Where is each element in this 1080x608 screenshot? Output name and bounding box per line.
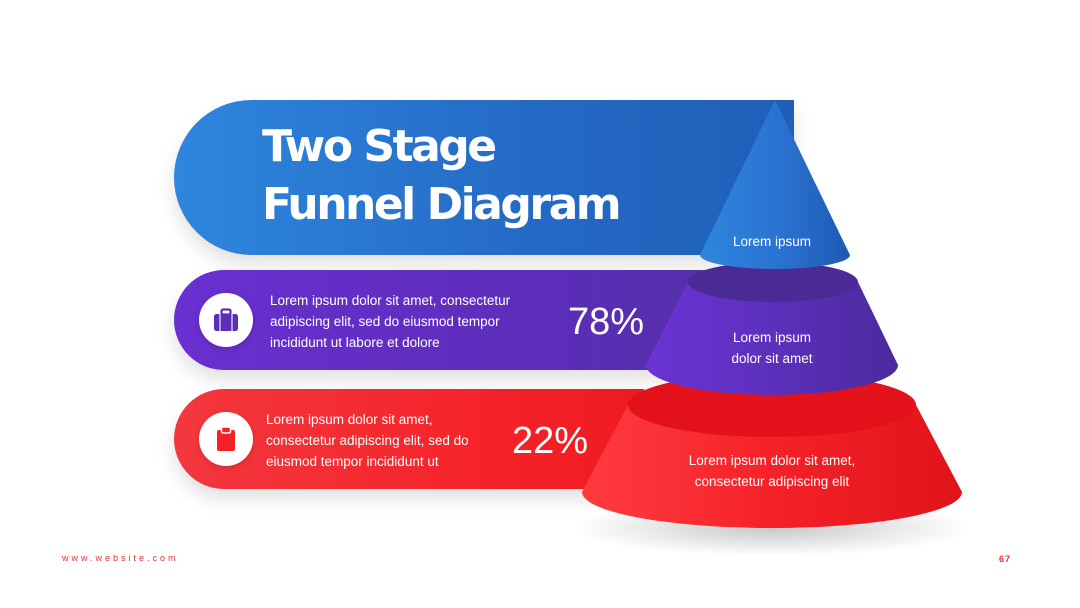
stage-2-text-line: eiusmod tempor incididunt ut [266,454,439,469]
funnel-middle-label: Lorem ipsum dolor sit amet [702,327,842,369]
stage-1-banner [174,270,734,370]
funnel-top-cone [700,100,850,269]
funnel-middle-label-line: Lorem ipsum [732,330,812,345]
stage-2-description: Lorem ipsum dolor sit amet, consectetur … [266,409,469,472]
stage-2-text-line: consectetur adipiscing elit, sed do [266,433,469,448]
stage-1-text-line: adipiscing elit, sed do eiusmod tempor [270,314,500,329]
funnel-middle-top [688,262,858,302]
funnel-bottom-label-line: Lorem ipsum dolor sit amet, [688,453,856,468]
stage-2-percent: 22% [512,420,589,462]
stage-2-text-line: Lorem ipsum dolor sit amet, [266,412,433,427]
briefcase-icon [214,308,238,331]
title-line-2: Funnel Diagram [262,179,622,230]
stage-1-text-line: incididunt ut labore et dolore [270,335,440,350]
funnel-bottom-label-line: consectetur adipiscing elit [694,474,850,489]
title-banner [174,100,794,255]
stage-1-percent: 78% [568,301,645,343]
stage-1-description: Lorem ipsum dolor sit amet, consectetur … [270,290,510,353]
funnel-bottom-label: Lorem ipsum dolor sit amet, consectetur … [662,450,882,492]
stage-2-icon-circle [199,412,253,466]
funnel-middle-side [646,282,898,395]
page-title: Two Stage Funnel Diagram [262,118,682,234]
funnel-top-label: Lorem ipsum [732,234,812,249]
website-link[interactable]: www.website.com [62,553,179,563]
title-line-1: Two Stage [262,121,497,172]
stage-1-text-line: Lorem ipsum dolor sit amet, consectetur [270,293,511,308]
clipboard-icon [217,426,235,451]
page-number: 67 [999,554,1012,564]
funnel-bottom-side [582,405,962,528]
funnel-middle-label-line: dolor sit amet [731,351,813,366]
stage-1-icon-circle [199,293,253,347]
